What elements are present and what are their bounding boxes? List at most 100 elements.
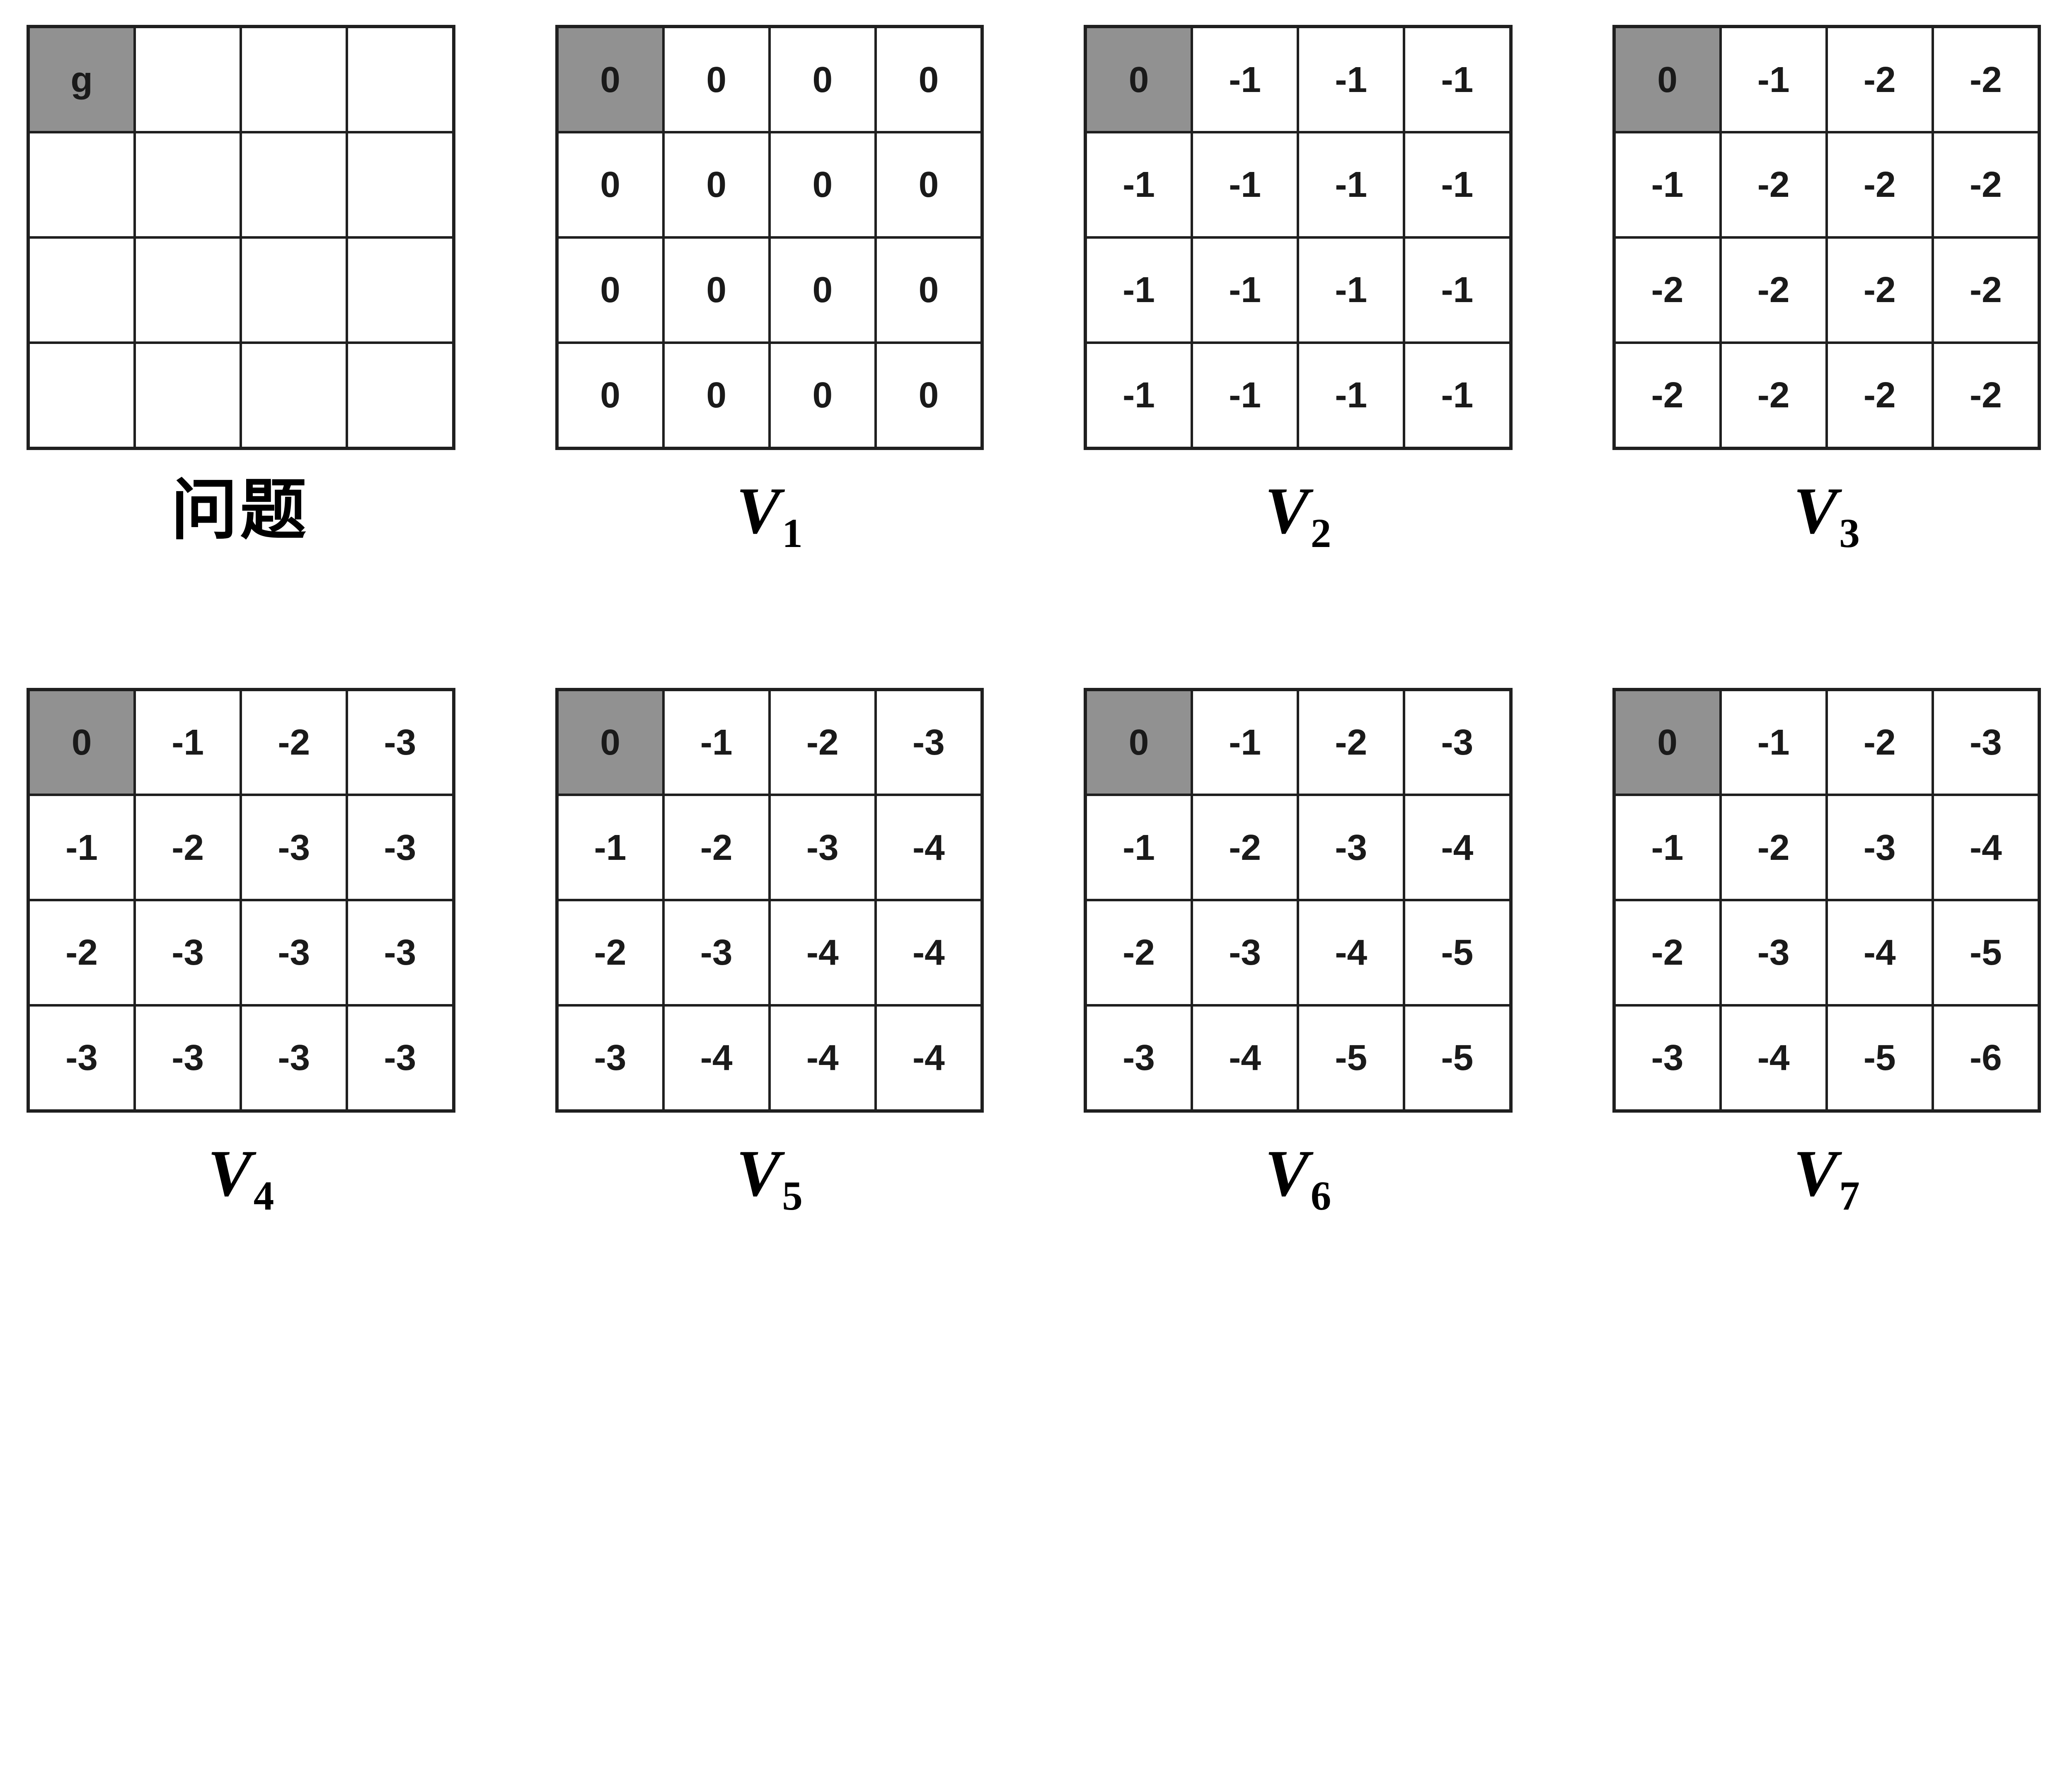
grid-4x4: 0-1-2-3-1-2-3-4-2-3-4-5-3-4-5-6 — [1612, 687, 2041, 1113]
grid-cell: -3 — [770, 796, 874, 899]
panel-label-main: V — [1265, 1136, 1309, 1210]
panel-label-main: V — [208, 1136, 252, 1210]
grid-cell: 0 — [664, 344, 768, 447]
grid-cell: -2 — [30, 901, 134, 1004]
panel-label-main: V — [1793, 1136, 1838, 1210]
goal-cell: 0 — [1615, 28, 1719, 131]
grid-cell: -2 — [770, 691, 874, 794]
grid-cell: -2 — [1934, 344, 2038, 447]
grid-cell: -3 — [1828, 796, 1932, 899]
grid-cell: -3 — [30, 1007, 134, 1110]
grid-cell: 0 — [770, 344, 874, 447]
grid-cell: -1 — [1721, 28, 1825, 131]
panel-label-subscript: 4 — [253, 1173, 274, 1219]
grid-cell: -1 — [30, 796, 134, 899]
panel-label-subscript: 1 — [782, 511, 803, 556]
grid-cell: 0 — [664, 239, 768, 341]
goal-cell: 0 — [1087, 28, 1191, 131]
grid-cell: -1 — [1405, 344, 1509, 447]
grid-cell: -2 — [1721, 133, 1825, 237]
grid-cell — [348, 344, 452, 447]
grid-cell: -2 — [136, 796, 240, 899]
goal-cell: 0 — [558, 691, 662, 794]
value-grid-panel-problem: g 问题 — [27, 25, 455, 545]
grid-4x4: 0-1-2-3-1-2-3-3-2-3-3-3-3-3-3-3 — [27, 687, 455, 1113]
grid-cell: -1 — [1193, 691, 1297, 794]
grid-cell: -1 — [1405, 239, 1509, 341]
grid-cell: -5 — [1828, 1007, 1932, 1110]
grid-cell: 0 — [558, 133, 662, 237]
panel-label-subscript: 7 — [1839, 1173, 1860, 1219]
panel-label: V2 — [1084, 473, 1513, 555]
grid-cell: -3 — [1087, 1007, 1191, 1110]
grid-cell: -4 — [664, 1007, 768, 1110]
grid-4x4: g — [27, 25, 455, 450]
panel-label: V5 — [555, 1136, 984, 1217]
grid-cell: -4 — [1828, 901, 1932, 1004]
grid-cell: -1 — [1087, 344, 1191, 447]
grid-cell: -4 — [1299, 901, 1403, 1004]
grid-cell: -4 — [1193, 1007, 1297, 1110]
grid-cell: -3 — [348, 796, 452, 899]
panel-label-main: V — [736, 1136, 781, 1210]
grid-cell: -3 — [664, 901, 768, 1004]
grid-cell: -2 — [1087, 901, 1191, 1004]
grid-cell: -1 — [1193, 133, 1297, 237]
grid-cell — [136, 133, 240, 237]
grid-cell: 0 — [876, 344, 980, 447]
grid-cell: -4 — [1721, 1007, 1825, 1110]
grid-cell: -2 — [1828, 344, 1932, 447]
panel-label-main: 问题 — [171, 473, 309, 547]
grid-cell: -3 — [1193, 901, 1297, 1004]
grid-cell: -2 — [1721, 239, 1825, 341]
grid-cell: -2 — [1828, 691, 1932, 794]
grid-cell: -5 — [1299, 1007, 1403, 1110]
goal-cell: g — [30, 28, 134, 131]
grid-cell: -2 — [1828, 28, 1932, 131]
grid-cell: -4 — [1405, 796, 1509, 899]
grid-cell: -5 — [1405, 901, 1509, 1004]
grid-cell — [30, 239, 134, 341]
goal-cell: 0 — [558, 28, 662, 131]
grid-cell — [242, 28, 346, 131]
grid-cell — [136, 28, 240, 131]
panel-label-main: V — [1793, 473, 1838, 547]
grid-cell: -1 — [1299, 133, 1403, 237]
grid-cell — [242, 344, 346, 447]
panel-label: V7 — [1612, 1136, 2041, 1217]
grid-cell: 0 — [664, 28, 768, 131]
grid-cell: 0 — [876, 239, 980, 341]
grid-cell — [136, 239, 240, 341]
grid-cell: -3 — [348, 691, 452, 794]
grid-cell: -2 — [1193, 796, 1297, 899]
grid-cell: -5 — [1934, 901, 2038, 1004]
grid-cell: -3 — [1405, 691, 1509, 794]
grid-cell: 0 — [770, 239, 874, 341]
grid-cell: -3 — [1934, 691, 2038, 794]
panel-label-subscript: 3 — [1839, 511, 1860, 556]
goal-cell: 0 — [1615, 691, 1719, 794]
grid-cell: -3 — [558, 1007, 662, 1110]
grid-cell: -1 — [1615, 796, 1719, 899]
grid-cell: -4 — [876, 901, 980, 1004]
value-grid-panel-v3: 0-1-2-2-1-2-2-2-2-2-2-2-2-2-2-2 V3 — [1612, 25, 2041, 555]
grid-cell — [348, 133, 452, 237]
grid-cell: -2 — [1615, 344, 1719, 447]
grid-cell: -2 — [1721, 796, 1825, 899]
grid-cell: -4 — [876, 1007, 980, 1110]
grid-cell: -3 — [1615, 1007, 1719, 1110]
grid-4x4: 0-1-2-2-1-2-2-2-2-2-2-2-2-2-2-2 — [1612, 25, 2041, 450]
grid-cell: -1 — [1405, 28, 1509, 131]
value-grid-panel-v4: 0-1-2-3-1-2-3-3-2-3-3-3-3-3-3-3 V4 — [27, 687, 455, 1217]
grid-cell — [30, 133, 134, 237]
grid-cell — [30, 344, 134, 447]
panel-label-main: V — [1265, 473, 1309, 547]
grid-cell: 0 — [876, 28, 980, 131]
grid-cell: -1 — [664, 691, 768, 794]
grid-cell: -5 — [1405, 1007, 1509, 1110]
grid-cell: -1 — [1299, 344, 1403, 447]
grid-cell: 0 — [558, 239, 662, 341]
